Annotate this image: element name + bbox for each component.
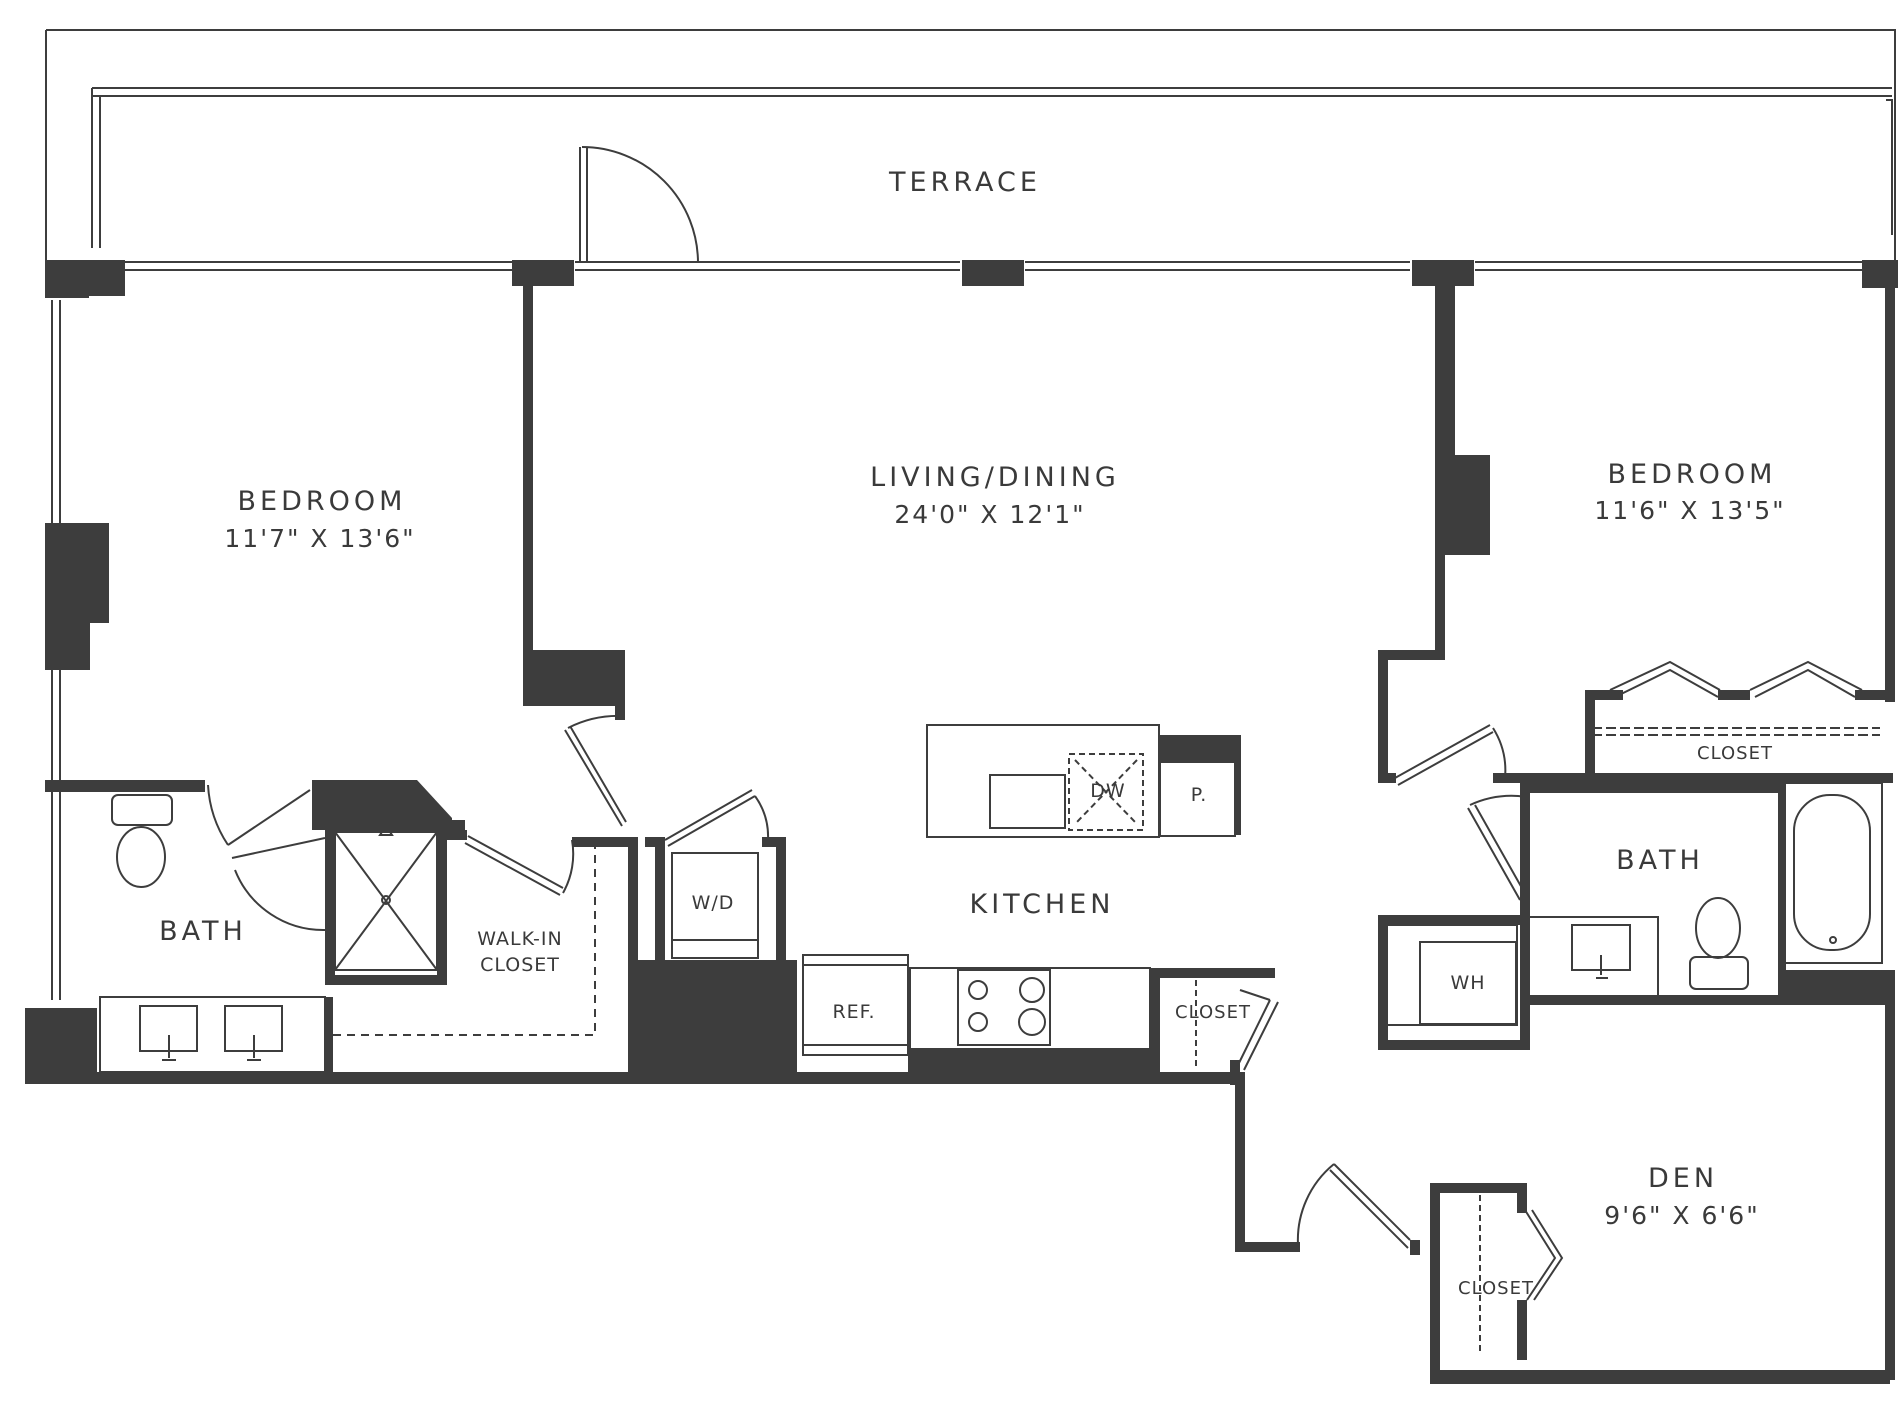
walkin-closet-label-line2: CLOSET [480,954,560,976]
walkin-closet-label-line1: WALK-IN [477,928,563,950]
bathtub [1793,794,1871,951]
den-name: DEN [1647,1163,1719,1194]
pantry-label: P. [1190,784,1208,806]
refrigerator-label: REF. [832,1001,876,1023]
toilet-right [1695,897,1741,959]
water-heater-label: WH [1450,972,1486,994]
washer-dryer-label: W/D [691,892,735,914]
closet-right-label: CLOSET [1697,743,1773,764]
bedroom-left-dimensions: 11'7" X 13'6" [224,524,416,553]
bedroom-right-name: BEDROOM [1607,459,1777,490]
closet-kitchen-label: CLOSET [1175,1002,1251,1023]
toilet-left [116,826,166,888]
walls [25,260,1898,1384]
living-dining-dimensions: 24'0" X 12'1" [894,500,1086,529]
den-dimensions: 9'6" X 6'6" [1604,1201,1760,1230]
bath-left-label: BATH [159,916,247,947]
dishwasher-label: DW [1090,780,1126,802]
terrace-outline [46,29,1896,262]
bedroom-left-name: BEDROOM [237,486,407,517]
bath-right-label: BATH [1616,845,1704,876]
bedroom-right-dimensions: 11'6" X 13'5" [1594,496,1786,525]
closet-den-label: CLOSET [1458,1278,1534,1299]
terrace-label: TERRACE [889,167,1041,198]
terrace-door [579,146,699,264]
living-dining-name: LIVING/DINING [870,462,1120,493]
kitchen-label: KITCHEN [969,889,1115,920]
cooktop [957,969,1051,1046]
